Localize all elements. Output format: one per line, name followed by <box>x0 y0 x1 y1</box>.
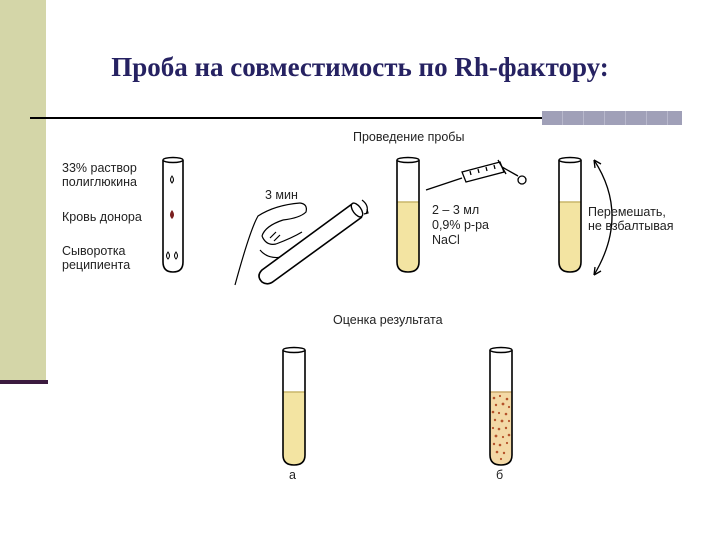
hand-holding-tube <box>234 202 307 286</box>
label-saline-1: 2 – 3 мл <box>432 203 480 217</box>
label-result-a: а <box>289 468 296 482</box>
left-accent-line <box>0 380 48 384</box>
tilted-test-tube <box>258 199 369 285</box>
tube-with-saline <box>396 156 420 273</box>
label-time: 3 мин <box>265 188 298 202</box>
result-tube-a <box>282 346 306 466</box>
result-tube-b <box>489 346 513 466</box>
title-divider <box>30 117 682 119</box>
decorative-grid-block <box>542 111 682 125</box>
slide-title: Проба на совместимость по Rh-фактору: <box>111 52 609 82</box>
label-donor-blood: Кровь донора <box>62 210 142 224</box>
label-saline-2: 0,9% р-ра <box>432 218 489 232</box>
label-result-b: б <box>496 468 504 482</box>
label-recipient-serum: Сыворотка реципиента <box>62 244 131 272</box>
label-mix-1: Перемешать, <box>588 205 666 219</box>
tube-mixing <box>558 156 582 273</box>
agglutinate-dots <box>491 394 511 461</box>
rotation-arrow-icon <box>593 159 613 276</box>
label-procedure-header: Проведение пробы <box>353 130 465 144</box>
empty-test-tube <box>162 156 184 273</box>
syringe-icon <box>425 159 527 191</box>
left-accent-bar <box>0 0 46 383</box>
label-mix-2: не взбалтывая <box>588 219 674 233</box>
label-result-header: Оценка результата <box>333 313 443 327</box>
label-polyglucin: 33% раствор полиглюкина <box>62 161 137 189</box>
label-saline-3: NaCl <box>432 233 460 247</box>
